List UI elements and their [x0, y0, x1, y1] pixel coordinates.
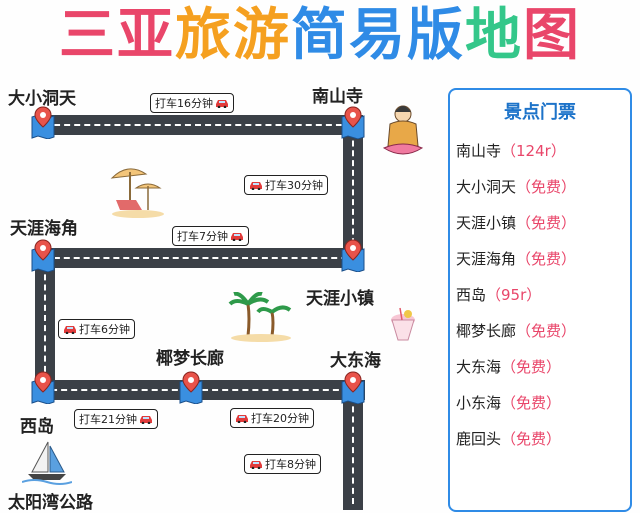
map-pin-icon[interactable] — [178, 370, 204, 404]
ticket-name: 西岛 — [456, 286, 487, 304]
ticket-price: （免费） — [516, 250, 577, 268]
title-part-sanya: 三亚 — [58, 2, 175, 69]
ticket-item: 椰梦长廊（免费） — [456, 320, 576, 341]
ticket-item: 南山寺（124r） — [456, 140, 566, 161]
ticket-item: 大小洞天（免费） — [456, 176, 576, 197]
ticket-name: 天涯海角 — [456, 250, 517, 268]
route-badge-tianyahaijiao-xidao: 打车6分钟 — [58, 319, 135, 339]
ticket-price: （免费） — [516, 322, 577, 340]
coconut-drink-icon — [391, 307, 415, 341]
car-icon — [230, 232, 244, 241]
route-time: 打车30分钟 — [265, 179, 323, 192]
ticket-item: 天涯小镇（免费） — [456, 212, 576, 233]
car-icon — [215, 99, 229, 108]
map-pin-icon[interactable] — [30, 370, 56, 404]
route-badge-yemeng-dadonghai: 打车20分钟 — [230, 408, 314, 428]
route-time: 打车6分钟 — [79, 323, 130, 336]
car-icon — [235, 414, 249, 423]
car-icon — [63, 325, 77, 334]
route-time: 打车7分钟 — [177, 230, 228, 243]
ticket-price: （免费） — [501, 394, 562, 412]
map-pin-icon[interactable] — [30, 105, 56, 139]
map-title: 三亚旅游简易版地图 — [0, 0, 640, 72]
ticket-name: 大小洞天 — [456, 178, 517, 196]
guanyin-statue-icon — [382, 105, 424, 155]
title-part-travel: 旅游 — [174, 2, 291, 69]
route-time: 打车20分钟 — [251, 412, 309, 425]
route-badge-nanshan-tianyaxiaozhen: 打车30分钟 — [244, 175, 328, 195]
ticket-panel: 景点门票 南山寺（124r） 大小洞天（免费） 天涯小镇（免费） 天涯海角（免费… — [448, 88, 632, 512]
title-part-tu: 图 — [522, 2, 581, 69]
sailboat-icon — [22, 441, 72, 485]
location-tianyaxiaozhen: 天涯小镇 — [306, 289, 374, 309]
ticket-item: 西岛（95r） — [456, 284, 541, 305]
ticket-price: （免费） — [501, 430, 562, 448]
ticket-price: （免费） — [501, 358, 562, 376]
ticket-name: 南山寺 — [456, 142, 502, 160]
road-tianyahaijiao-tianyaxiaozhen — [38, 248, 363, 268]
route-badge-tianyahaijiao-tianyaxiaozhen: 打车7分钟 — [172, 226, 249, 246]
ticket-name: 椰梦长廊 — [456, 322, 517, 340]
location-dadonghai: 大东海 — [330, 351, 381, 371]
title-part-simple: 简易版 — [290, 2, 465, 69]
map-pin-icon[interactable] — [340, 370, 366, 404]
ticket-name: 天涯小镇 — [456, 214, 517, 232]
location-yemengchanglang: 椰梦长廊 — [156, 349, 224, 369]
car-icon — [139, 415, 153, 424]
map-pin-icon[interactable] — [340, 105, 366, 139]
car-icon — [249, 181, 263, 190]
beach-umbrella-icon — [110, 168, 164, 218]
ticket-item: 鹿回头（免费） — [456, 428, 561, 449]
route-badge-dadonghai-down: 打车8分钟 — [244, 454, 321, 474]
ticket-item: 小东海（免费） — [456, 392, 561, 413]
road-dadonghai-down — [343, 380, 363, 510]
palm-trees-icon — [228, 292, 292, 342]
route-time: 打车8分钟 — [265, 458, 316, 471]
ticket-price: （124r） — [501, 142, 566, 160]
ticket-price: （95r） — [486, 286, 542, 304]
title-part-di: 地 — [464, 2, 523, 69]
road-tianyahaijiao-xidao — [35, 248, 55, 388]
road-nanshan-tianyaxiaozhen — [343, 115, 363, 260]
car-icon — [249, 460, 263, 469]
location-daxiaodongtian: 大小洞天 — [8, 89, 76, 109]
ticket-item: 大东海（免费） — [456, 356, 561, 377]
ticket-item: 天涯海角（免费） — [456, 248, 576, 269]
route-time: 打车16分钟 — [155, 97, 213, 110]
route-time: 打车21分钟 — [79, 413, 137, 426]
map-pin-icon[interactable] — [340, 238, 366, 272]
route-badge-daxiao-nanshan: 打车16分钟 — [150, 93, 234, 113]
ticket-name: 鹿回头 — [456, 430, 502, 448]
ticket-panel-title: 景点门票 — [504, 102, 576, 123]
location-tianyahaijiao: 天涯海角 — [10, 219, 78, 239]
route-badge-xidao-yemeng: 打车21分钟 — [74, 409, 158, 429]
location-taiyangwan: 太阳湾公路 — [8, 493, 93, 513]
location-xidao: 西岛 — [20, 417, 54, 437]
ticket-name: 大东海 — [456, 358, 502, 376]
road-daxiao-nanshan — [38, 115, 358, 135]
ticket-name: 小东海 — [456, 394, 502, 412]
ticket-price: （免费） — [516, 214, 577, 232]
location-nanshansi: 南山寺 — [312, 87, 363, 107]
map-pin-icon[interactable] — [30, 238, 56, 272]
ticket-price: （免费） — [516, 178, 577, 196]
